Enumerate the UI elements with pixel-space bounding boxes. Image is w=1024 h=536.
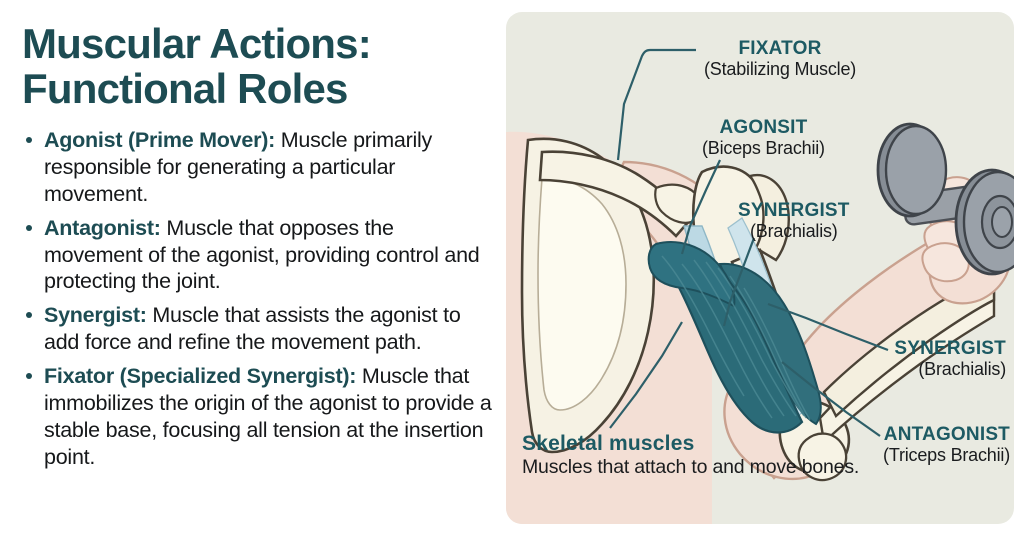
leader-line-synergist-right: [767, 302, 889, 352]
leader-line-synergist-top: [722, 237, 756, 327]
list-item: Antagonist: Muscle that opposes the move…: [22, 215, 492, 296]
label-agonist-subtitle: (Biceps Brachii): [702, 138, 825, 159]
label-skeletal-muscles: Skeletal muscles Muscles that attach to …: [522, 432, 859, 478]
arm-anatomy-illustration: [506, 48, 1014, 524]
list-item: Agonist (Prime Mover): Muscle primarily …: [22, 127, 492, 208]
label-synergist-right-title: SYNERGIST: [894, 338, 1006, 359]
label-skeletal-subtitle: Muscles that attach to and move bones.: [522, 455, 860, 478]
role-definition: Muscle that opposes the movement of the …: [44, 215, 480, 294]
text-column: Muscular Actions: Functional Roles Agoni…: [0, 0, 500, 536]
page-title: Muscular Actions: Functional Roles: [22, 20, 372, 112]
leader-line-skeletal: [609, 321, 683, 429]
bullet-dot-icon: [26, 137, 32, 144]
label-synergist-top-subtitle: (Brachialis): [749, 221, 838, 242]
brachialis-muscle: [718, 262, 822, 426]
olecranon: [797, 432, 848, 482]
role-definition: Muscle that immobilizes the origin of th…: [44, 364, 492, 469]
label-antagonist-subtitle: (Triceps Brachii): [883, 445, 1010, 466]
dumbbell-hub-inner: [991, 206, 1013, 238]
role-definition: Muscle that assists the agonist to add f…: [44, 303, 461, 355]
label-synergist-right: SYNERGIST (Brachialis): [894, 338, 1006, 380]
label-synergist-top: SYNERGIST (Brachialis): [738, 200, 850, 242]
scapula-spine: [538, 150, 692, 238]
label-synergist-right-subtitle: (Brachialis): [918, 359, 1006, 380]
label-antagonist: ANTAGONIST (Triceps Brachii): [883, 424, 1010, 466]
leader-line-fixator: [616, 48, 696, 161]
rotator-cuff-muscle: [647, 241, 736, 308]
label-agonist-title: AGONSIT: [719, 117, 808, 138]
scapula-fossa: [537, 176, 627, 411]
label-antagonist-title: ANTAGONIST: [883, 424, 1010, 445]
label-agonist: AGONSIT (Biceps Brachii): [702, 117, 825, 159]
label-synergist-top-title: SYNERGIST: [738, 200, 850, 221]
role-term: Fixator (Specialized Synergist):: [44, 364, 357, 389]
muscle-striations: [661, 255, 811, 421]
role-term: Agonist (Prime Mover):: [44, 128, 276, 153]
bullet-dot-icon: [26, 373, 32, 380]
label-fixator: FIXATOR (Stabilizing Muscle): [704, 38, 856, 80]
role-term: Synergist:: [44, 303, 147, 328]
bullet-dot-icon: [26, 224, 32, 231]
label-fixator-title: FIXATOR: [738, 38, 822, 59]
list-item: Fixator (Specialized Synergist): Muscle …: [22, 363, 492, 471]
label-fixator-subtitle: (Stabilizing Muscle): [704, 59, 857, 80]
leader-lines: [609, 48, 889, 437]
dumbbell-plate-back-inner: [884, 124, 948, 216]
leader-line-antagonist: [781, 361, 881, 437]
leader-line-agonist: [680, 159, 721, 255]
anatomy-panel: FIXATOR (Stabilizing Muscle) AGONSIT (Bi…: [506, 12, 1014, 524]
illustration-column: FIXATOR (Stabilizing Muscle) AGONSIT (Bi…: [500, 0, 1024, 536]
roles-list: Agonist (Prime Mover): Muscle primarily …: [22, 127, 492, 471]
greater-tubercle: [747, 173, 790, 262]
role-definition: Muscle primarily responsible for generat…: [44, 128, 433, 206]
bullet-dot-icon: [26, 312, 32, 319]
role-term: Antagonist:: [44, 215, 161, 240]
label-skeletal-title: Skeletal muscles: [522, 432, 695, 455]
list-item: Synergist: Muscle that assists the agoni…: [22, 302, 492, 356]
